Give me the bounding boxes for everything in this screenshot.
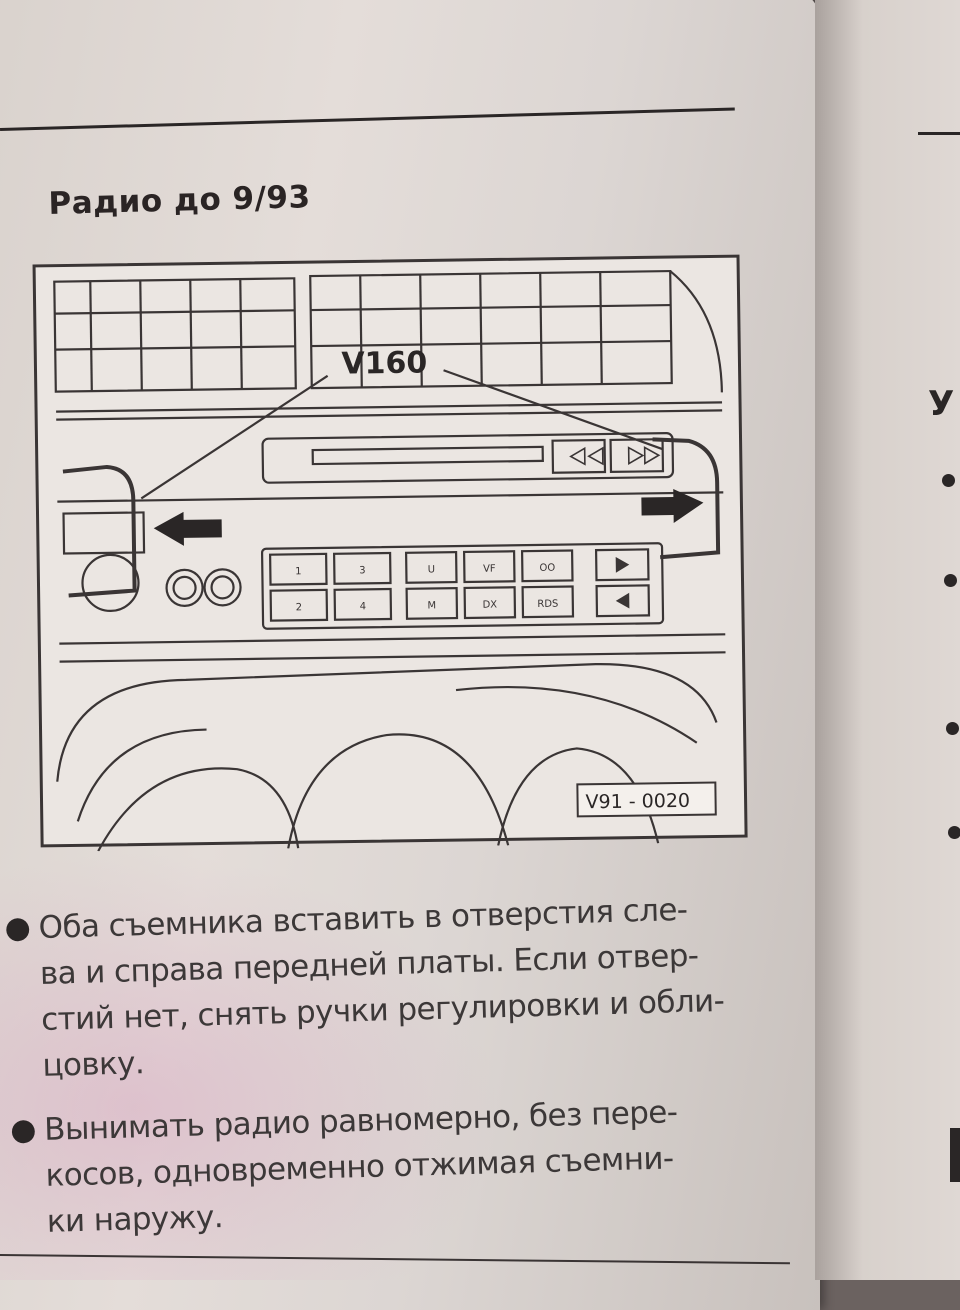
section-title: Радио до 9/93: [48, 179, 312, 222]
right-bullet-icon: [944, 574, 957, 587]
figure-illustration: V160 V91 - 0020 1 3 2 4 U M VF DX OO RDS: [32, 254, 748, 852]
button-label: 3: [359, 565, 366, 576]
bullet-icon: ●: [4, 910, 31, 946]
right-bullet-icon: [942, 474, 955, 487]
radio-removal-figure: V160 V91 - 0020 1 3 2 4 U M VF DX OO RDS: [30, 252, 750, 852]
button-label: U: [428, 564, 435, 575]
button-label: M: [427, 600, 436, 611]
right-page-rule: [918, 132, 960, 135]
instruction-item: ● Оба съемника вставить в отверстия сле-…: [4, 885, 763, 1089]
button-label: VF: [483, 564, 496, 575]
button-label: DX: [482, 600, 497, 611]
figure-ref-code: V91 - 0020: [585, 790, 690, 813]
right-bullet-icon: [946, 722, 959, 735]
bullet-icon: ●: [9, 1112, 37, 1148]
right-bullet-icon: [948, 826, 960, 839]
button-label: 4: [360, 601, 367, 612]
part-label: V160: [341, 345, 427, 381]
button-label: 1: [295, 566, 302, 577]
instruction-item: ● Вынимать радио равномерно, без пере- к…: [10, 1087, 768, 1245]
right-page-block: [950, 1128, 960, 1182]
button-label: OO: [539, 563, 555, 574]
page-tint: [0, 850, 500, 1280]
button-label: RDS: [537, 599, 558, 610]
instruction-list: ● Оба съемника вставить в отверстия сле-…: [4, 885, 768, 1249]
right-page: [815, 0, 960, 1280]
right-page-heading-letter: У: [928, 384, 955, 424]
button-label: 2: [296, 602, 303, 613]
